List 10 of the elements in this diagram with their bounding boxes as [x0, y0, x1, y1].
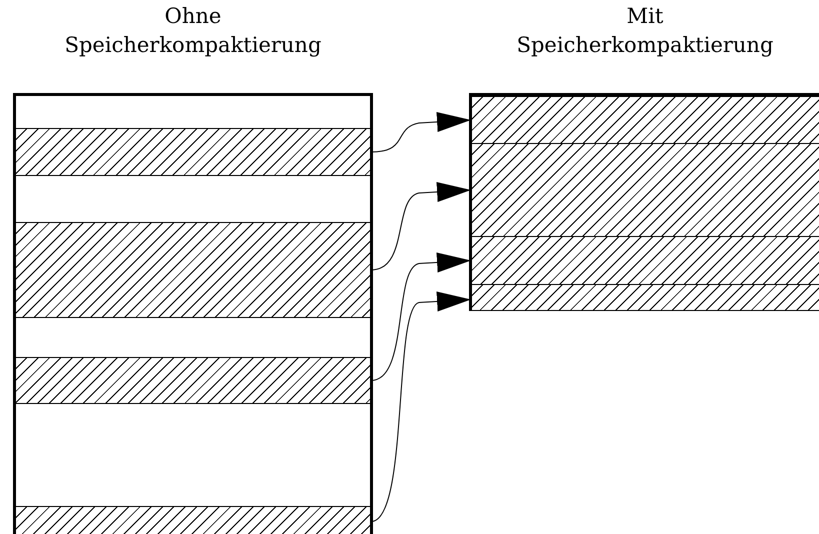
- column-heading: Ohne Speicherkompaktierung: [64, 3, 322, 59]
- hatched-memory-block: [472, 284, 819, 311]
- hatched-memory-block: [472, 143, 819, 237]
- hatched-memory-block: [16, 128, 370, 176]
- hatched-memory-block: [472, 236, 819, 285]
- hatched-memory-block: [16, 357, 370, 404]
- hatched-memory-block: [16, 506, 370, 534]
- hatched-memory-block: [472, 96, 819, 144]
- hatched-memory-block: [16, 222, 370, 318]
- column-heading: Mit Speicherkompaktierung: [516, 3, 774, 59]
